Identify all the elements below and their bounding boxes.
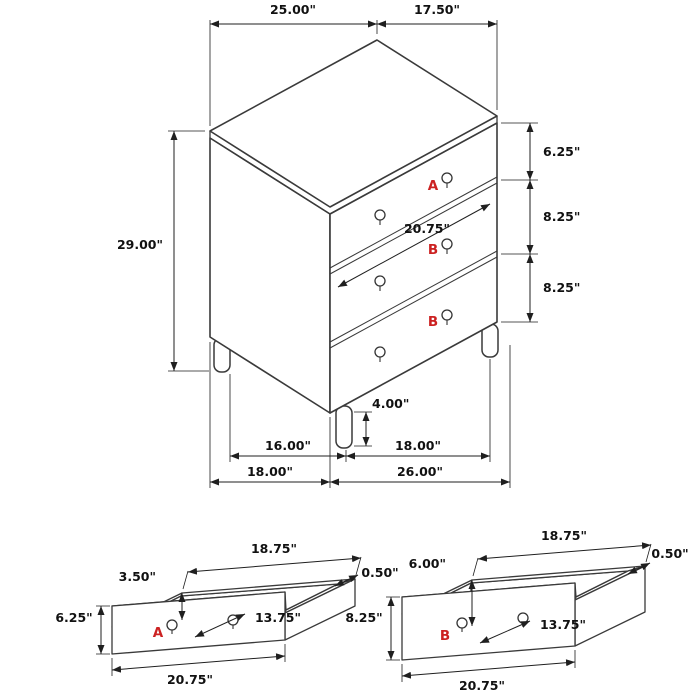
extension-line [209, 342, 511, 488]
dim-base-spans: 18.00" 26.00" [209, 342, 511, 488]
chest-isometric-view: A B B 25.00" 17.50" 29.00" 6.25" 8.25" 8… [117, 2, 580, 488]
dimension-line [477, 542, 652, 562]
dim-drawer-heights: 6.25" 8.25" 8.25" [501, 122, 580, 323]
drawer-knob [517, 612, 529, 624]
drawer-knob [374, 209, 386, 221]
drawer-b1-label: B [428, 242, 438, 258]
drawer-b-detail-label: B [440, 628, 450, 644]
dim-a-wall-thickness: 0.50" [334, 565, 399, 587]
dim-a-front-height: 6.25" [55, 605, 110, 655]
dim-front-width: 20.75" [404, 221, 450, 236]
dim-b-wall-thickness-text: 0.50" [651, 546, 688, 561]
drawer-b2-label: B [428, 314, 438, 330]
dim-b-side-height: 6.00" [409, 556, 476, 626]
dim-a-side-height: 3.50" [119, 569, 186, 620]
dim-b-front-width: 20.75" [401, 650, 576, 693]
dim-top-width-depth: 25.00" 17.50" [209, 2, 498, 126]
dim-a-inner-depth: 13.75" [194, 610, 301, 638]
dim-b-inner-depth-text: 13.75" [540, 617, 586, 632]
dimension-line [194, 613, 246, 638]
dim-drawer-b2-height: 8.25" [543, 280, 580, 295]
dim-b-front-height-text: 8.25" [345, 610, 382, 625]
drawer-knob [441, 238, 453, 250]
dimension-line [337, 203, 491, 288]
drawer-a-detail: A 3.50" 18.75" 0.50" 6.25" 13.75" 20.75" [55, 541, 398, 687]
dim-base-depth: 18.00" [247, 464, 293, 479]
extension-line [354, 411, 372, 447]
extension-line [386, 596, 400, 661]
dim-a-front-width: 20.75" [111, 644, 286, 687]
drawer-knob [374, 275, 386, 287]
chest-top-edge-thickness [209, 116, 498, 215]
dim-leg-span-width: 18.00" [395, 438, 441, 453]
dim-overall-height: 29.00" [117, 130, 209, 372]
dim-b-inner-length-text: 18.75" [541, 528, 587, 543]
dim-a-wall-thickness-text: 0.50" [361, 565, 398, 580]
extension-line [501, 122, 538, 323]
dim-drawer-front-width: 20.75" [337, 203, 491, 288]
dim-leg-spans: 16.00" 18.00" [229, 359, 491, 462]
dimension-line [187, 555, 362, 575]
dimension-line [334, 574, 359, 587]
dimension-line [111, 653, 286, 673]
dim-b-inner-depth: 13.75" [479, 617, 586, 644]
dim-b-wall-thickness: 0.50" [627, 546, 689, 575]
dimension-line [479, 620, 531, 644]
dim-b-front-height: 8.25" [345, 596, 400, 661]
dim-b-front-width-text: 20.75" [459, 678, 505, 693]
drawer-knob [456, 617, 468, 629]
dim-top-depth: 17.50" [414, 2, 460, 17]
dim-leg-height: 4.00" [372, 396, 409, 411]
dim-a-inner-depth-text: 13.75" [255, 610, 301, 625]
drawer-a-detail-label: A [153, 625, 164, 641]
dim-leg-height: 4.00" [354, 396, 409, 447]
dim-drawer-a-height: 6.25" [543, 144, 580, 159]
dim-a-inner-length-text: 18.75" [251, 541, 297, 556]
dim-base-width: 26.00" [397, 464, 443, 479]
drawer-knob [166, 619, 178, 631]
dim-a-side-height-text: 3.50" [119, 569, 156, 584]
dimension-line [627, 562, 651, 575]
drawer-knob [374, 346, 386, 358]
drawer-knob [441, 172, 453, 184]
dim-b-side-height-text: 6.00" [409, 556, 446, 571]
dim-drawer-b1-height: 8.25" [543, 209, 580, 224]
dim-top-width: 25.00" [270, 2, 316, 17]
chest-leg-front-left [335, 405, 353, 449]
dim-b-inner-length: 18.75" [472, 528, 652, 577]
dim-a-front-height-text: 6.25" [55, 610, 92, 625]
dim-a-inner-length: 18.75" [182, 541, 362, 590]
extension-line [96, 605, 110, 655]
dim-height: 29.00" [117, 237, 163, 252]
dim-leg-span-depth: 16.00" [265, 438, 311, 453]
dim-a-front-width-text: 20.75" [167, 672, 213, 687]
drawer-knob [441, 309, 453, 321]
drawer-b-detail: B 6.00" 18.75" 0.50" 8.25" 13.75" 20.75" [345, 528, 688, 693]
dimension-line [401, 659, 576, 679]
drawer-a-label: A [428, 178, 439, 194]
